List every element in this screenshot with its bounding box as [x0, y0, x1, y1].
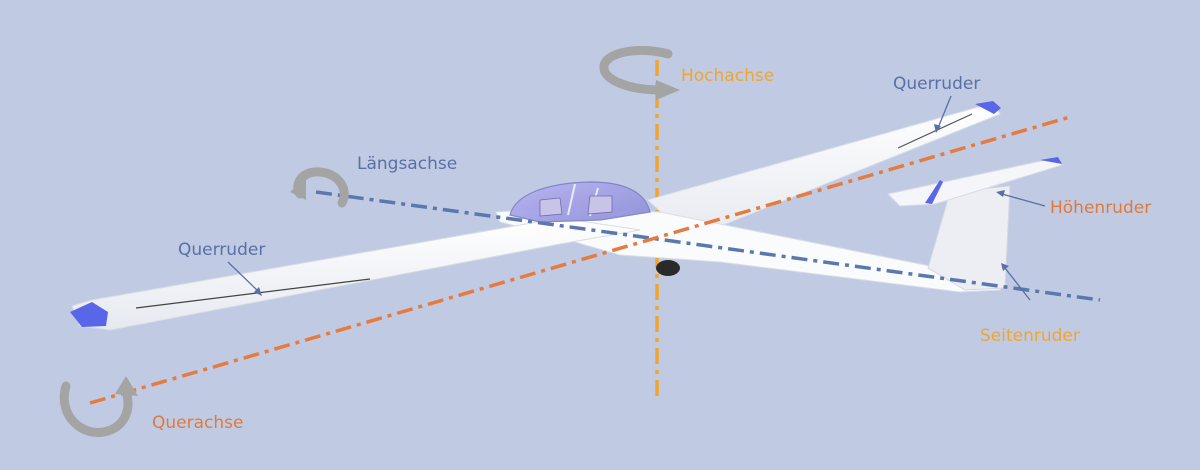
right-aileron-line — [897, 113, 973, 149]
landing-wheel — [656, 260, 680, 276]
querachse-line — [89, 115, 1071, 405]
left-aileron-line — [135, 278, 371, 309]
laengsachse-rotation-arrow — [290, 167, 349, 208]
laengsachse-line — [315, 190, 1101, 302]
stabilizer-tip-right — [1040, 157, 1062, 164]
label-laengsachse: Längsachse — [357, 154, 457, 174]
label-hoehenruder: Höhenruder — [1050, 198, 1151, 218]
hochachse-rotation-arrow — [599, 45, 680, 100]
label-querachse: Querachse — [152, 413, 243, 433]
cockpit-seat — [539, 195, 613, 217]
querachse-rotation-arrow — [59, 376, 138, 437]
stabilizer-tip-left — [925, 180, 943, 204]
pointer-seitenruder — [1001, 263, 1031, 301]
label-hochachse: Hochachse — [681, 66, 774, 86]
vertical-fin — [927, 185, 1011, 291]
right-wingtip — [975, 101, 1001, 114]
pointer-hoehenruder — [996, 190, 1046, 207]
label-seitenruder: Seitenruder — [980, 326, 1080, 346]
label-querruder-left: Querruder — [178, 240, 265, 260]
pointer-querruder-left — [227, 261, 262, 296]
pointer-querruder-right — [934, 95, 952, 133]
label-querruder-right: Querruder — [893, 74, 980, 94]
left-wingtip — [70, 302, 108, 327]
glider — [70, 101, 1063, 331]
